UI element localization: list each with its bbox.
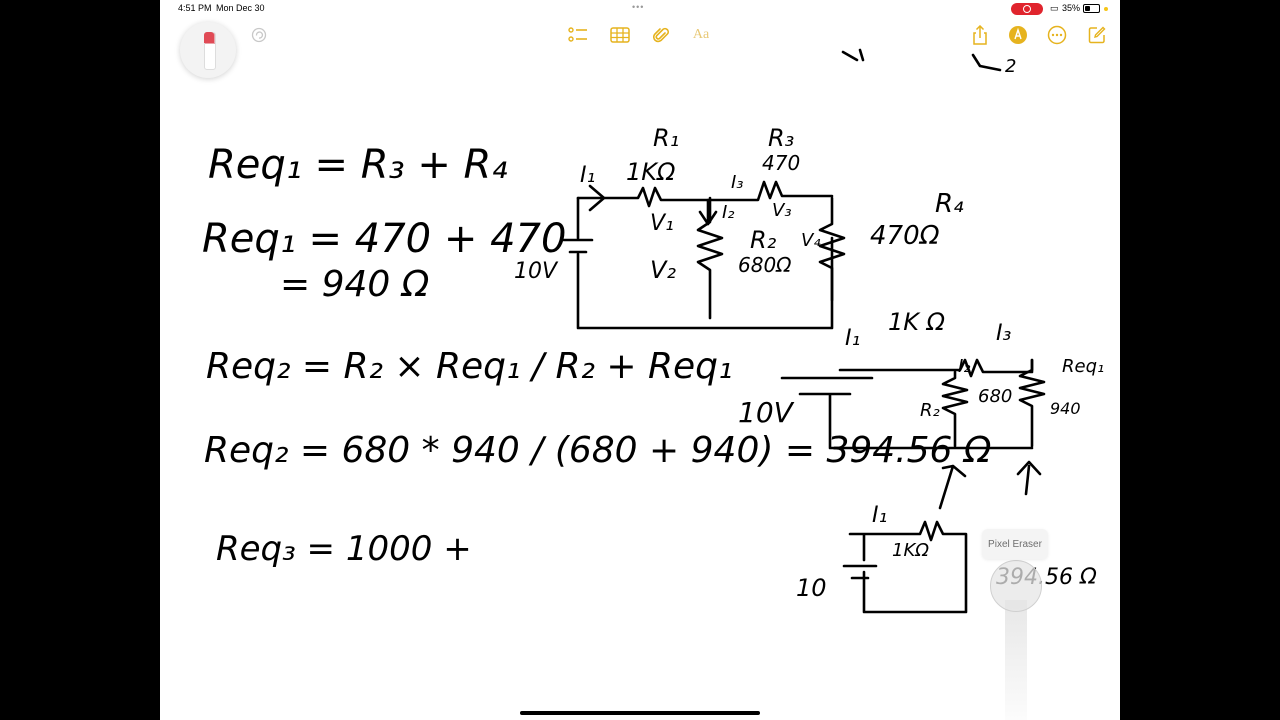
table-icon [610,27,630,43]
text-format-label: Aa [692,27,710,42]
pixel-eraser-tooltip: Pixel Eraser [982,529,1048,559]
equation-req1-result: = 940 Ω [280,264,430,305]
low-label-r1: 1KΩ [892,540,929,561]
reduction-arrow-right [1016,460,1042,496]
label-r1-value: 1KΩ [626,158,676,186]
compose-icon [1088,26,1106,44]
main-circuit-r4 [818,196,846,302]
eraser-tip [204,32,214,43]
mid-label-req1-value: 940 [1050,399,1081,418]
battery-fill [1085,6,1090,11]
label-i3: I₃ [731,172,744,193]
screen-mirroring-icon: ▭ [1050,3,1059,13]
label-i1: I₁ [580,163,595,188]
mid-circuit-top-wire [838,358,1034,378]
checklist-button[interactable] [567,24,589,46]
current-arrow-i1 [588,184,606,212]
mid-label-r2: R₂ [920,400,940,421]
label-r2-value: 680Ω [738,253,792,277]
mid-label-source: 10V [738,396,795,429]
battery-percent: 35% [1062,3,1081,13]
multitask-dots[interactable]: ••• [632,2,645,12]
mid-label-req1: Req₁ [1062,356,1104,377]
redo-button[interactable] [248,24,270,46]
label-v2: V₂ [650,256,676,284]
mid-circuit-source [780,376,1034,450]
checklist-icon [568,27,587,42]
mid-label-i2: I₂ [958,356,971,377]
partial-stroke [971,53,1002,72]
main-circuit-source-branch [562,196,834,330]
markup-pen-icon [1009,26,1027,44]
label-r2: R₂ [750,226,777,254]
more-icon [1047,25,1067,45]
record-icon [1023,5,1031,13]
mid-label-i1: I₁ [845,326,860,351]
notes-canvas[interactable]: 4:51 PM Mon Dec 30 ••• ▭ 35% Aa [160,0,1120,720]
label-v3: V₃ [772,200,792,221]
attachment-button[interactable] [650,24,672,46]
home-indicator[interactable] [520,711,760,715]
screen-recording-indicator[interactable] [1011,3,1043,15]
main-circuit-r2 [696,196,724,320]
mid-label-i3: I₃ [996,321,1011,346]
text-format-button[interactable]: Aa [690,24,712,46]
status-date: Mon Dec 30 [216,3,265,13]
label-v1: V₁ [650,211,674,236]
label-r4: R₄ [935,189,964,219]
label-v4: V₄ [801,230,821,251]
current-arrow-i2 [698,198,718,226]
low-circuit-wire [842,520,968,614]
label-r1: R₁ [653,124,679,152]
low-label-source: 10 [796,574,827,602]
mid-circuit-r2 [941,370,969,448]
compose-button[interactable] [1086,24,1108,46]
label-r4-value: 470Ω [870,221,940,251]
share-button[interactable] [969,24,991,46]
equation-req1-definition: Req₁ = R₃ + R₄ [208,142,507,188]
reduction-arrow-left [938,464,967,510]
equation-req2-values: Req₂ = 680 * 940 / (680 + 940) = 394.56 … [204,430,992,471]
label-r3-value: 470 [762,151,800,175]
low-label-i1: I₁ [872,503,887,528]
markup-button[interactable] [1007,24,1029,46]
paperclip-icon [653,27,669,43]
label-source: 10V [514,259,559,284]
eraser-tool-button[interactable] [180,22,236,78]
share-icon [973,25,987,45]
main-circuit-top-wire [576,180,834,208]
handwriting-layer: 2 Req₁ = R₃ + R₄ Req₁ = 470 + 470 = 940 … [202,48,1104,614]
status-time: 4:51 PM [178,3,212,13]
equation-req1-values: Req₁ = 470 + 470 [202,216,566,262]
mid-label-r1: 1K Ω [888,308,946,336]
mid-circuit-req1 [1018,358,1046,448]
mid-label-r2-value: 680 [978,386,1012,407]
partial-stroke [841,48,865,62]
more-button[interactable] [1046,24,1068,46]
table-button[interactable] [609,24,631,46]
pencil-hover-cursor [990,560,1042,612]
redo-icon [251,27,267,43]
battery-icon [1083,4,1100,13]
equation-req2-formula: Req₂ = R₂ × Req₁ / R₂ + Req₁ [206,346,732,387]
battery-status-dot [1104,7,1108,11]
equation-req3-partial: Req₃ = 1000 + [216,529,472,569]
label-r3: R₃ [768,124,794,152]
pencil-hover-trail [1005,600,1027,720]
label-i2: I₂ [722,202,735,223]
partial-subscript: 2 [1005,56,1016,77]
